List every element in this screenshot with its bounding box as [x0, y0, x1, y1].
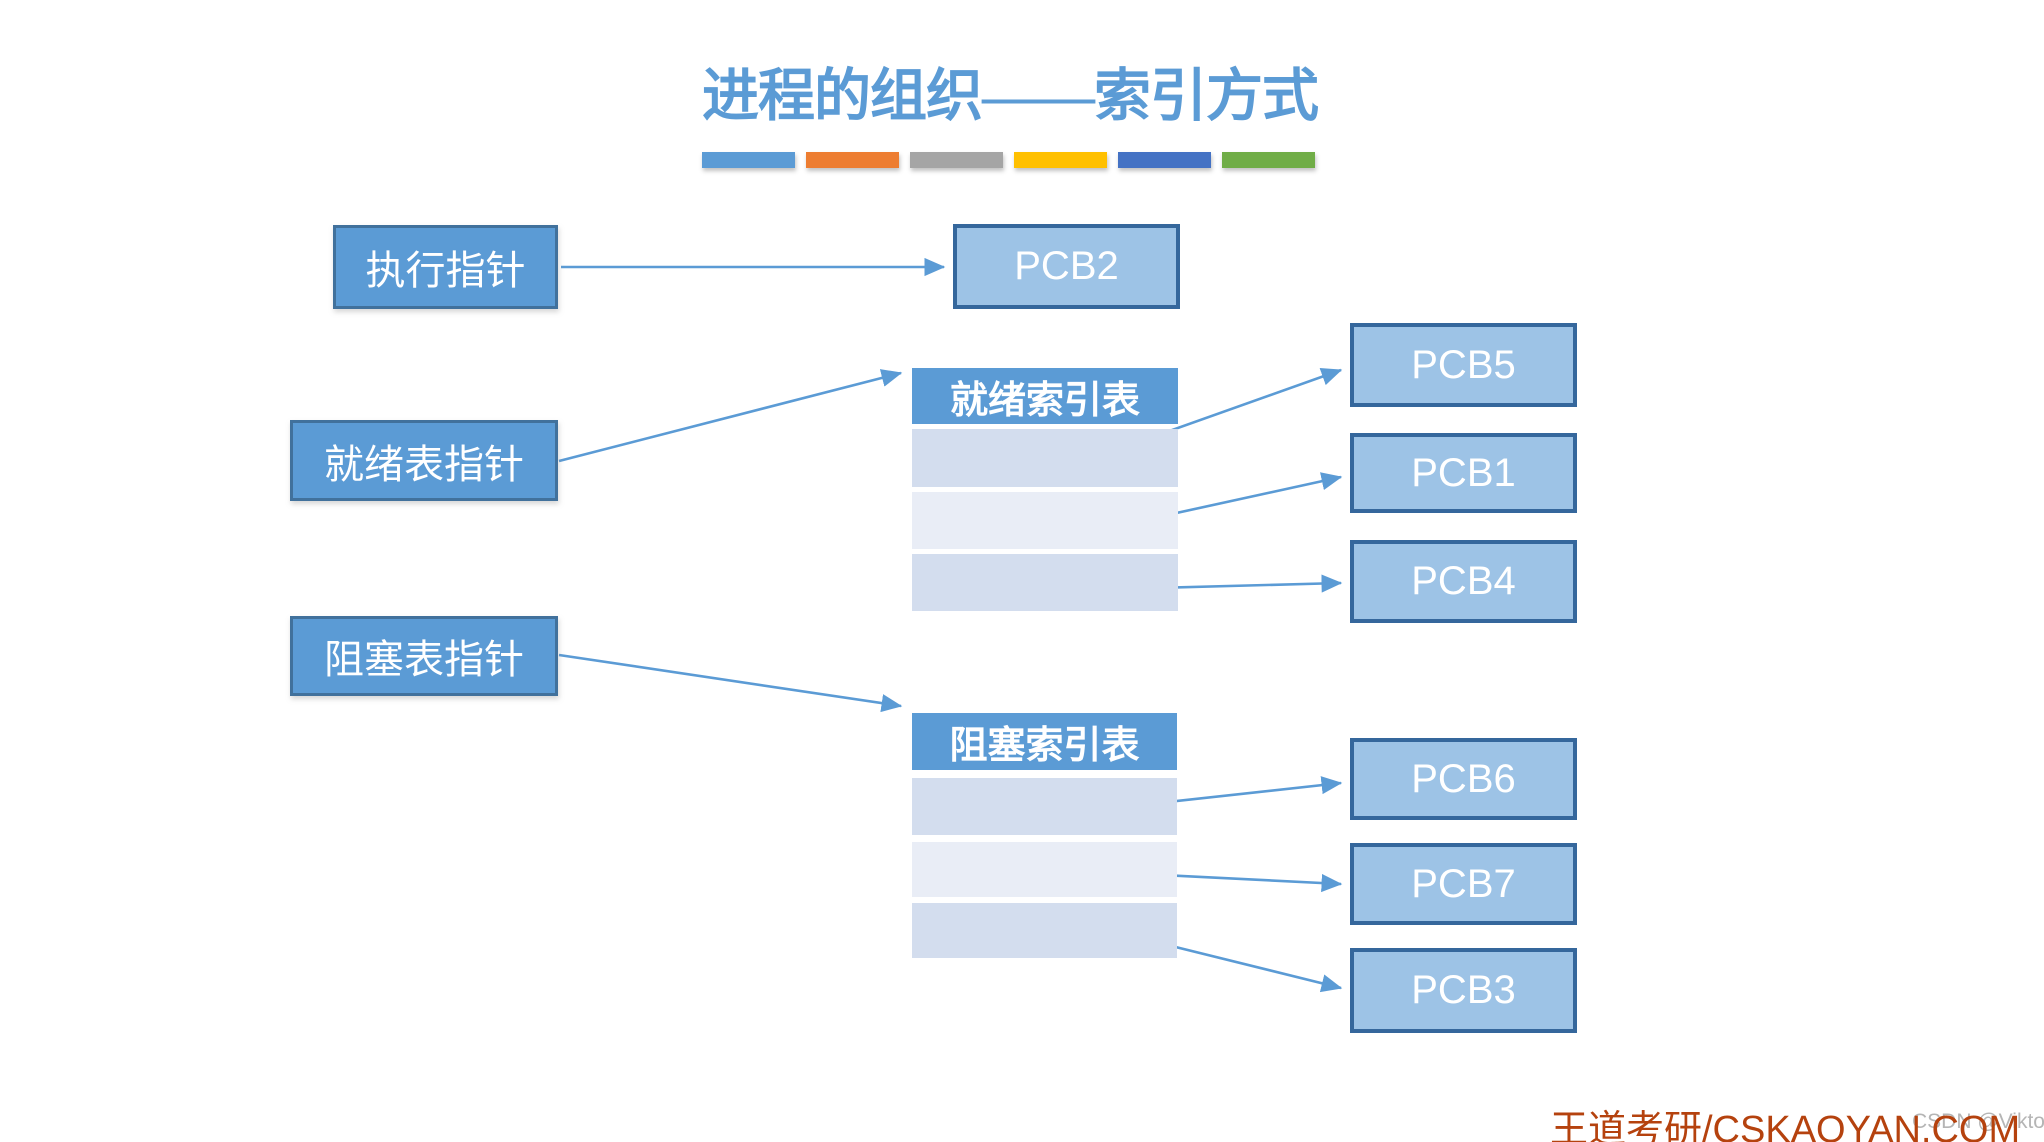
pcb-box-pcb6-label: PCB6 [1411, 756, 1516, 801]
pcb-box-pcb4-label: PCB4 [1411, 559, 1516, 603]
pcb-box-pcb3: PCB3 [1350, 948, 1577, 1033]
watermark-brand: 王道考研/CSKAOYAN.COM [1550, 1109, 2021, 1142]
arrow-blocked-pointer-to-blocked-table [558, 653, 903, 713]
blocked-index-table-row [912, 842, 1177, 897]
blocked-index-table-title: 阻塞索引表 [949, 725, 1140, 767]
pointer-box-blocked-label: 阻塞表指针 [324, 637, 524, 682]
accent-bar-blue [702, 152, 795, 168]
pointer-box-running: 执行指针 [333, 225, 558, 309]
accent-bar-green [1222, 152, 1315, 168]
pcb-box-pcb2: PCB2 [953, 224, 1180, 309]
accent-bar-orange [806, 152, 899, 168]
page-title: 进程的组织——索引方式 [702, 65, 1319, 128]
accent-bar-yellow [1014, 152, 1107, 168]
pcb-box-pcb3-label: PCB3 [1411, 968, 1516, 1012]
pcb-box-pcb4: PCB4 [1350, 540, 1577, 623]
accent-bar-strip [702, 152, 1315, 168]
blocked-index-table-row [912, 903, 1177, 958]
pcb-box-pcb7-label: PCB7 [1411, 861, 1516, 906]
pcb-box-pcb5-label: PCB5 [1411, 342, 1516, 387]
pointer-box-ready: 就绪表指针 [290, 420, 558, 501]
pcb-box-pcb1-label: PCB1 [1411, 450, 1516, 495]
watermark-csdn: CSDN @Viktoriae [1912, 1110, 2044, 1133]
blocked-index-table-row [912, 778, 1177, 835]
ready-index-table-title: 就绪索引表 [949, 379, 1140, 422]
pcb-box-pcb7: PCB7 [1350, 843, 1577, 925]
pcb-box-pcb6: PCB6 [1350, 738, 1577, 820]
accent-bar-darkblue [1118, 152, 1211, 168]
pointer-box-ready-label: 就绪表指针 [324, 441, 524, 487]
blocked-index-table-header: 阻塞索引表 [912, 713, 1177, 770]
pcb-box-pcb1: PCB1 [1350, 433, 1577, 513]
accent-bar-gray [910, 152, 1003, 168]
ready-index-table-row [912, 429, 1178, 487]
ready-index-table-header: 就绪索引表 [912, 368, 1178, 424]
ready-index-table-row [912, 492, 1178, 549]
ready-index-table-row [912, 554, 1178, 611]
pcb-box-pcb5: PCB5 [1350, 323, 1577, 407]
pointer-box-running-label: 执行指针 [365, 248, 526, 293]
arrow-ready-pointer-to-ready-table [558, 369, 903, 463]
pointer-box-blocked: 阻塞表指针 [290, 616, 558, 696]
pcb-box-pcb2-label: PCB2 [1014, 244, 1119, 288]
